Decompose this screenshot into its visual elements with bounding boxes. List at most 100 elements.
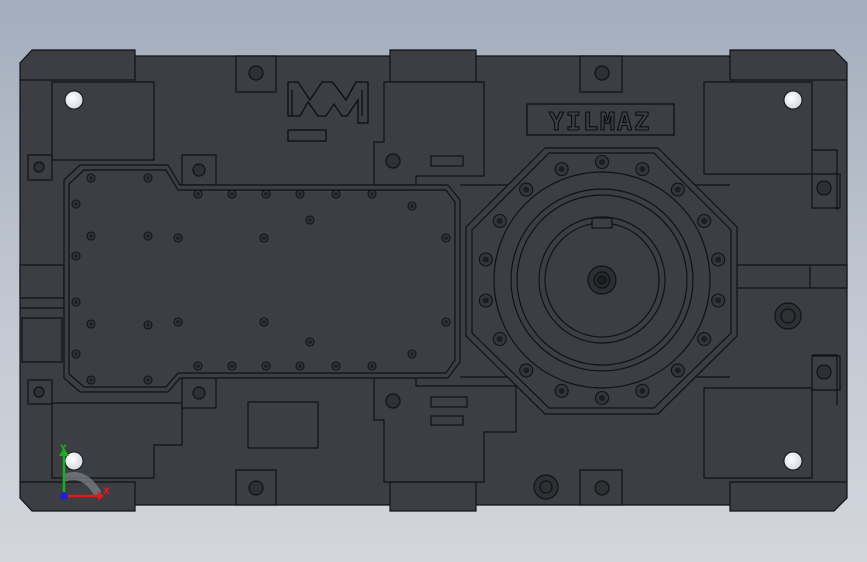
bolt-socket — [444, 320, 448, 324]
boss-hole — [192, 386, 206, 400]
boss-hole — [248, 480, 264, 496]
bolt-socket — [146, 323, 150, 327]
triad-arc — [62, 472, 102, 497]
slots — [430, 155, 468, 426]
logo-mark-glyph — [287, 81, 369, 124]
bolt-socket — [701, 336, 708, 342]
bolt-socket — [89, 176, 93, 180]
fill-plug-inner — [539, 480, 553, 494]
bolt-socket — [230, 364, 234, 368]
boss-holes — [33, 65, 832, 500]
bolt-socket — [334, 192, 338, 196]
mount-hole-tr — [783, 90, 803, 110]
boss-hole — [816, 364, 832, 380]
logo-mark — [287, 81, 369, 142]
bolt-socket — [334, 364, 338, 368]
bolt-socket — [262, 320, 266, 324]
slot-lower-2 — [430, 415, 464, 426]
bearing-ring-3 — [538, 216, 666, 344]
bolt-socket — [558, 166, 565, 173]
bolt-socket — [523, 186, 530, 193]
rib-right — [809, 264, 848, 289]
bolt-socket — [196, 192, 200, 196]
bolt-socket — [146, 234, 150, 238]
bolt-socket — [410, 204, 414, 208]
bolt-socket — [74, 254, 78, 258]
bolt-socket — [308, 218, 312, 222]
bolt-socket — [370, 192, 374, 196]
boss-hole — [248, 65, 264, 81]
lower-center-block — [373, 377, 517, 483]
bolt-socket — [89, 322, 93, 326]
bolt-socket — [444, 236, 448, 240]
bolt-socket — [264, 364, 268, 368]
pocket-br — [703, 387, 813, 479]
coordinate-triad: X Y — [59, 444, 110, 501]
boss-hole — [385, 153, 401, 169]
bolt-socket — [701, 218, 708, 224]
bolt-socket — [89, 234, 93, 238]
mounting-holes — [64, 90, 803, 471]
axis-origin — [60, 492, 68, 500]
boss-hole — [816, 180, 832, 196]
bolt-socket — [298, 364, 302, 368]
brand-plate: YILMAZ — [526, 103, 675, 137]
bolt-socket — [89, 378, 93, 382]
bolt-socket — [196, 364, 200, 368]
side-bracket-r2 — [812, 354, 838, 405]
rib-left — [19, 264, 65, 299]
bolt-socket — [482, 256, 489, 263]
side-bracket-r1 — [812, 149, 838, 210]
logo-mark-bar — [287, 129, 327, 142]
bolt-socket — [674, 186, 681, 193]
slot-lower-1 — [430, 396, 468, 408]
cover-plate — [63, 164, 461, 393]
bolt-socket — [262, 236, 266, 240]
boss-hole — [33, 386, 45, 398]
bolt-socket — [264, 192, 268, 196]
bolt-socket — [410, 352, 414, 356]
bolt-socket — [230, 192, 234, 196]
bolt-socket — [639, 166, 646, 173]
rib-left-2 — [21, 317, 63, 363]
bolt-socket — [523, 367, 530, 374]
axis-x-arrow — [98, 491, 104, 501]
brand-text: YILMAZ — [549, 107, 651, 136]
bearing-ring-outer — [493, 171, 711, 389]
bolt-socket — [496, 218, 503, 224]
flange-bolts — [478, 154, 726, 406]
keyway — [591, 217, 613, 229]
boss-hole — [192, 163, 206, 177]
mount-hole-tl — [64, 90, 84, 110]
cover-plate-inner — [68, 169, 456, 388]
bearing-housing — [465, 147, 738, 415]
bolt-socket — [674, 367, 681, 374]
slot-upper — [430, 155, 464, 167]
axis-y-label: Y — [59, 444, 67, 454]
bolt-socket — [496, 336, 503, 342]
bolt-socket — [715, 256, 722, 263]
bolt-socket — [74, 300, 78, 304]
bolt-socket — [74, 202, 78, 206]
bolt-socket — [298, 192, 302, 196]
bolt-socket — [176, 320, 180, 324]
octagon-flange-inner — [471, 152, 732, 409]
bolt-socket — [308, 340, 312, 344]
mount-hole-br — [783, 451, 803, 471]
rect-pad — [247, 401, 319, 449]
upper-center-block — [373, 81, 485, 186]
shaft-center-core — [597, 275, 607, 285]
cover-bolts — [71, 173, 451, 385]
boss-hole — [33, 161, 45, 173]
bearing-ring-2 — [516, 194, 688, 366]
cover-plate-outline — [63, 164, 461, 393]
bolt-socket — [599, 395, 605, 401]
bolt-socket — [558, 387, 565, 394]
corner-block-bl — [20, 481, 136, 505]
corner-block-tl — [20, 56, 136, 81]
bolt-socket — [599, 159, 605, 165]
axis-x-label: X — [103, 487, 110, 497]
brand-plate-frame — [526, 103, 675, 136]
